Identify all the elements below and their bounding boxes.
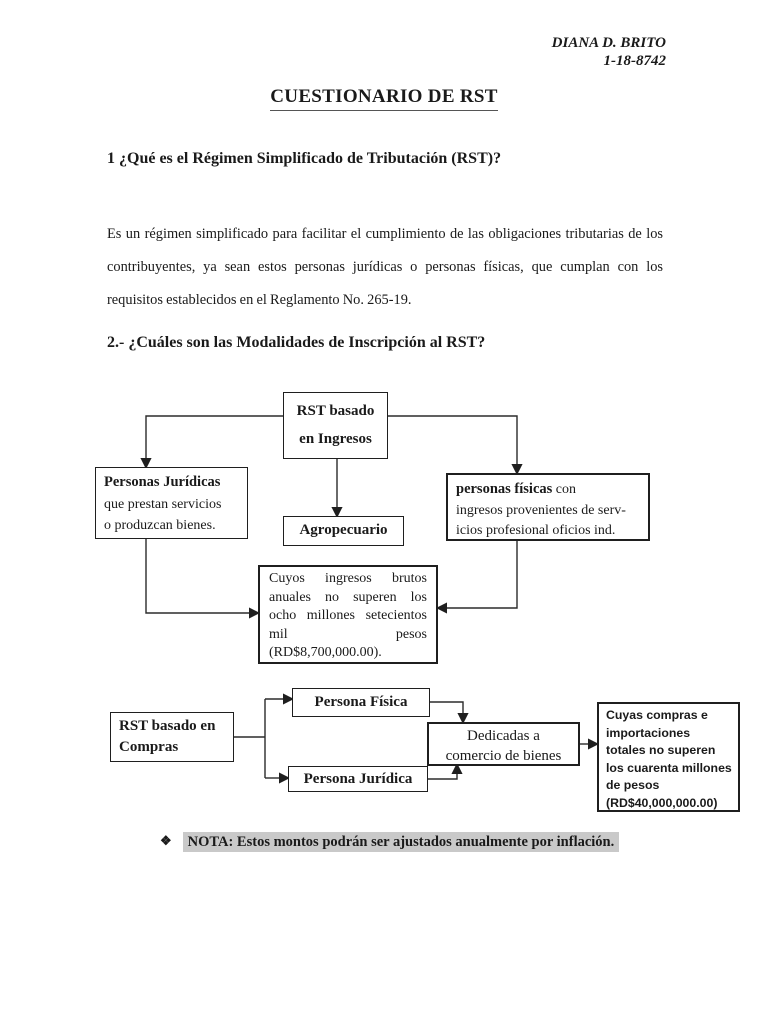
question-2-heading: 2.- ¿Cuáles son las Modalidades de Inscr…	[107, 334, 486, 351]
node-label: Dedicadas a	[467, 728, 540, 744]
arrow-fisica-to-dedicadas	[430, 701, 469, 725]
node-dedicadas-comercio: Dedicadas a comercio de bienes	[427, 722, 580, 766]
arrow-ingresos-to-fisicas	[388, 415, 523, 476]
node-label: Persona Jurídica	[303, 770, 413, 787]
node-personas-juridicas: Personas Jurídicas que prestan servicios…	[95, 467, 248, 539]
node-label: RST basado	[296, 403, 375, 420]
node-rst-basado-en-ingresos: RST basado en Ingresos	[283, 392, 388, 459]
node-text-line: mil pesos	[269, 626, 427, 642]
author-id: 1-18-8742	[603, 53, 667, 69]
node-rst-basado-en-compras: RST basado en Compras	[110, 712, 234, 762]
node-title: personas físicas	[456, 481, 553, 497]
node-label: o produzcan bienes.	[104, 518, 216, 533]
node-persona-juridica: Persona Jurídica	[288, 766, 428, 792]
node-label: RST basado en	[119, 718, 216, 734]
node-text-line: los cuarenta millones	[606, 760, 732, 775]
node-title: Personas Jurídicas	[104, 474, 221, 490]
node-label: en Ingresos	[299, 430, 372, 447]
node-label: Persona Física	[314, 694, 408, 710]
header-block: DIANA D. BRITO 1-18-8742	[400, 34, 666, 70]
node-label: con	[552, 482, 576, 497]
node-label: icios profesional oficios ind.	[456, 523, 616, 538]
node-text-line: totales no superen	[606, 743, 716, 758]
note-line: ❖ NOTA: Estos montos podrán ser ajustados…	[160, 832, 620, 852]
arrow-ingresos-to-juridicas	[140, 415, 283, 470]
node-label: ingresos provenientes de serv-	[456, 502, 626, 518]
node-label: comercio de bienes	[445, 748, 562, 764]
node-persona-fisica: Persona Física	[292, 688, 430, 717]
node-label: Compras	[119, 739, 179, 755]
node-text-line: (RD$40,000,000.00)	[606, 795, 718, 810]
note-text: NOTA: Estos montos podrán ser ajustados …	[182, 832, 620, 852]
node-text-line: Cuyos ingresos brutos	[269, 571, 427, 586]
page-title: CUESTIONARIO DE RST	[270, 86, 498, 111]
arrow-juridicas-to-cuyos	[145, 539, 261, 619]
node-agropecuario: Agropecuario	[283, 516, 404, 546]
node-label: Agropecuario	[299, 522, 388, 538]
node-text-line: de pesos	[606, 778, 660, 793]
node-personas-fisicas: personas físicas con ingresos provenient…	[446, 473, 650, 541]
author-name: DIANA D. BRITO	[551, 35, 666, 51]
arrow-juridica-to-dedicadas	[428, 762, 463, 780]
diamond-bullet-icon: ❖	[160, 833, 172, 848]
node-text-line: anuales no superen los	[269, 589, 427, 605]
node-text-line: ocho millones setecientos	[269, 608, 427, 624]
node-label: que prestan servicios	[104, 496, 222, 512]
node-cuyos-ingresos-brutos: Cuyos ingresos brutos anuales no superen…	[258, 565, 438, 664]
node-cuyas-compras: Cuyas compras e importaciones totales no…	[597, 702, 740, 812]
node-text-line: Cuyas compras e	[606, 708, 708, 722]
node-text-line: importaciones	[606, 725, 691, 740]
arrow-fisicas-to-cuyos	[435, 541, 518, 614]
title-row: CUESTIONARIO DE RST	[0, 86, 768, 111]
node-text-line: (RD$8,700,000.00).	[269, 645, 382, 661]
question-1-heading: 1 ¿Qué es el Régimen Simplificado de Tri…	[107, 150, 502, 167]
question-1-answer: Es un régimen simplificado para facilita…	[107, 226, 663, 309]
